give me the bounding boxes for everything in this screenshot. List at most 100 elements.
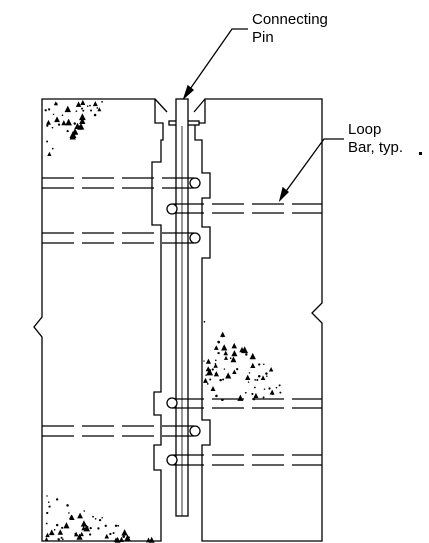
stipple-aggregate — [231, 350, 238, 357]
loop-bar-leader — [278, 138, 344, 203]
stipple-dot — [57, 123, 61, 126]
connecting-pin-label-line2: Pin — [252, 29, 274, 46]
stipple-dot — [89, 104, 91, 107]
stipple-aggregate — [47, 151, 52, 156]
stipple-dot — [221, 335, 224, 338]
stipple-dot — [68, 512, 70, 514]
stipple-dot — [256, 378, 259, 381]
stipple-dot — [61, 526, 64, 529]
loop-circle — [166, 397, 178, 409]
stipple-aggregate — [268, 367, 274, 372]
stipple-dot — [90, 109, 93, 112]
stipple-dot — [236, 367, 239, 371]
stipple-aggregate — [260, 375, 266, 381]
stipple-dot — [55, 523, 59, 527]
stipple-aggregate — [92, 101, 98, 107]
stipple-dot — [229, 357, 232, 360]
left-chamfer-line — [154, 98, 168, 113]
stipple-dot — [252, 397, 256, 401]
loop-bar-label-line1: Loop — [348, 121, 382, 138]
stipple-dot — [48, 505, 51, 508]
stipple-aggregate — [81, 525, 86, 531]
loop-circle — [166, 454, 178, 466]
stipple-dot — [217, 340, 221, 344]
stipple-dot — [96, 107, 99, 109]
stipple-aggregate — [64, 105, 72, 113]
stipple-dot — [223, 368, 226, 370]
stipple-dot — [258, 363, 261, 366]
stipple-dot — [114, 524, 118, 527]
stipple-aggregate — [75, 101, 82, 107]
stipple-dot — [258, 374, 261, 378]
stipple-aggregate — [213, 363, 218, 368]
leader-line — [283, 138, 344, 195]
stipple-aggregate — [79, 113, 86, 121]
stipple-dot — [98, 518, 102, 522]
stipple-aggregate — [148, 536, 155, 543]
stipple-dot — [263, 363, 265, 366]
stipple-dot — [51, 126, 54, 129]
stipple-aggregate — [124, 534, 131, 541]
stipple-aggregate — [206, 368, 214, 376]
stipple-aggregate — [223, 355, 229, 360]
stipple-dot — [128, 536, 130, 539]
stipple-aggregate — [121, 529, 128, 536]
stipple-dot — [89, 533, 92, 536]
stipple-aggregate — [114, 536, 121, 543]
stipple-aggregate — [269, 389, 275, 395]
stipple-aggregate — [77, 122, 85, 130]
stipple-aggregate — [223, 350, 229, 356]
leader-line — [187, 28, 248, 93]
stipple-dot — [89, 526, 92, 530]
stipple-aggregate — [80, 520, 88, 527]
stipple-dot — [247, 381, 250, 383]
stipple-dot — [112, 531, 115, 534]
stipple-dot — [45, 522, 48, 525]
stipple-aggregate — [119, 536, 124, 542]
stipple-dot — [279, 391, 282, 394]
stipple-aggregate — [221, 344, 228, 351]
loop-bars — [42, 177, 322, 466]
stipple-dot — [93, 113, 97, 117]
stipple-dot — [66, 504, 69, 507]
stipple-dot — [278, 384, 281, 387]
stipple-dot — [206, 383, 209, 385]
stipple-aggregate — [53, 101, 58, 106]
stipple-aggregate — [249, 352, 256, 360]
stipple-dot — [203, 360, 205, 362]
right-panel-outline — [194, 98, 323, 542]
stipple-dot — [94, 518, 97, 520]
left-panel-outline — [33, 98, 164, 542]
stipple-dot — [46, 124, 49, 127]
stipple-dot — [214, 359, 217, 362]
stipple-dot — [66, 129, 69, 133]
stipple-dot — [46, 140, 49, 143]
stipple-aggregate — [230, 356, 237, 363]
stipple-dot — [48, 108, 51, 111]
stipple-dot — [211, 368, 214, 371]
stipple-dot — [245, 353, 248, 356]
stipple-aggregate — [250, 362, 256, 368]
stipple-aggregate — [104, 533, 110, 539]
stipple-aggregate — [253, 392, 259, 398]
stipple-aggregate — [231, 342, 238, 349]
stipple-dot — [87, 526, 89, 528]
stipple-dot — [214, 362, 217, 365]
stipple-dot — [203, 320, 206, 323]
stipple-aggregate — [245, 374, 251, 380]
stipple-dot — [62, 538, 64, 541]
concrete-stipple — [44, 99, 282, 543]
stipple-aggregate — [48, 529, 55, 536]
stipple-dot — [248, 372, 251, 374]
stipple-aggregate — [69, 514, 74, 520]
stipple-dot — [60, 536, 63, 539]
stipple-dot — [46, 511, 49, 515]
stipple-dot — [217, 351, 220, 355]
stipple-aggregate — [237, 394, 244, 401]
stipple-dot — [83, 510, 86, 512]
stipple-dot — [82, 109, 85, 112]
stipple-aggregate — [210, 385, 216, 391]
loop-bar-label-dot — [419, 152, 422, 155]
stipple-dot — [219, 378, 222, 382]
